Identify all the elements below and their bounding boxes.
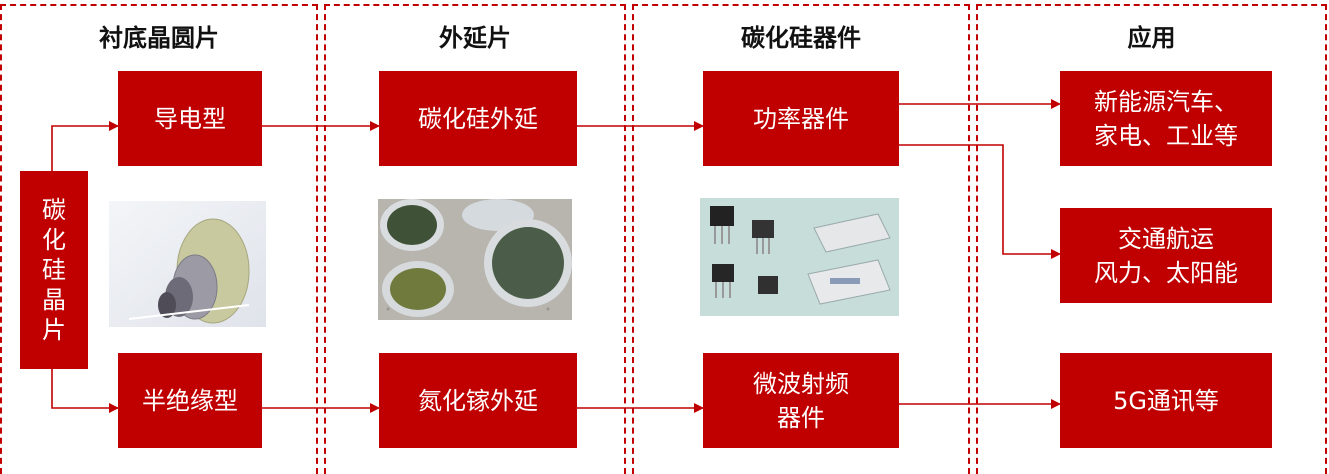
application-5g-box: 5G通讯等 (1060, 353, 1272, 448)
power-device-box: 功率器件 (703, 71, 899, 166)
application-transport-box: 交通航运 风力、太阳能 (1060, 208, 1272, 303)
column-title-device: 碳化硅器件 (741, 24, 861, 52)
arrow-power-device-to-transport (899, 144, 1061, 259)
semi-insulating-box: 半绝缘型 (118, 353, 262, 448)
arrow-wafer-to-conductive (51, 121, 119, 171)
column-substrate: 衬底晶圆片 (0, 4, 318, 474)
gan-epitaxy-box: 氮化镓外延 (379, 353, 577, 448)
application-ev-box: 新能源汽车、 家电、工业等 (1060, 71, 1272, 166)
column-title-substrate: 衬底晶圆片 (99, 24, 219, 52)
sic-wafer-box: 碳 化 硅 晶 片 (20, 171, 88, 369)
conductive-box: 导电型 (118, 71, 262, 166)
column-application: 应用 (976, 4, 1327, 474)
column-device: 碳化硅器件 (632, 4, 970, 474)
column-title-application: 应用 (1127, 24, 1176, 52)
arrow-wafer-to-semi-insulating (51, 369, 119, 413)
column-epitaxy: 外延片 (324, 4, 626, 474)
rf-device-box: 微波射频 器件 (703, 353, 899, 448)
sic-epitaxy-box: 碳化硅外延 (379, 71, 577, 166)
epitaxy-wafers-image (378, 199, 572, 320)
column-title-epitaxy: 外延片 (439, 24, 511, 52)
sic-devices-image (700, 198, 899, 316)
substrate-wafers-image (109, 201, 266, 327)
